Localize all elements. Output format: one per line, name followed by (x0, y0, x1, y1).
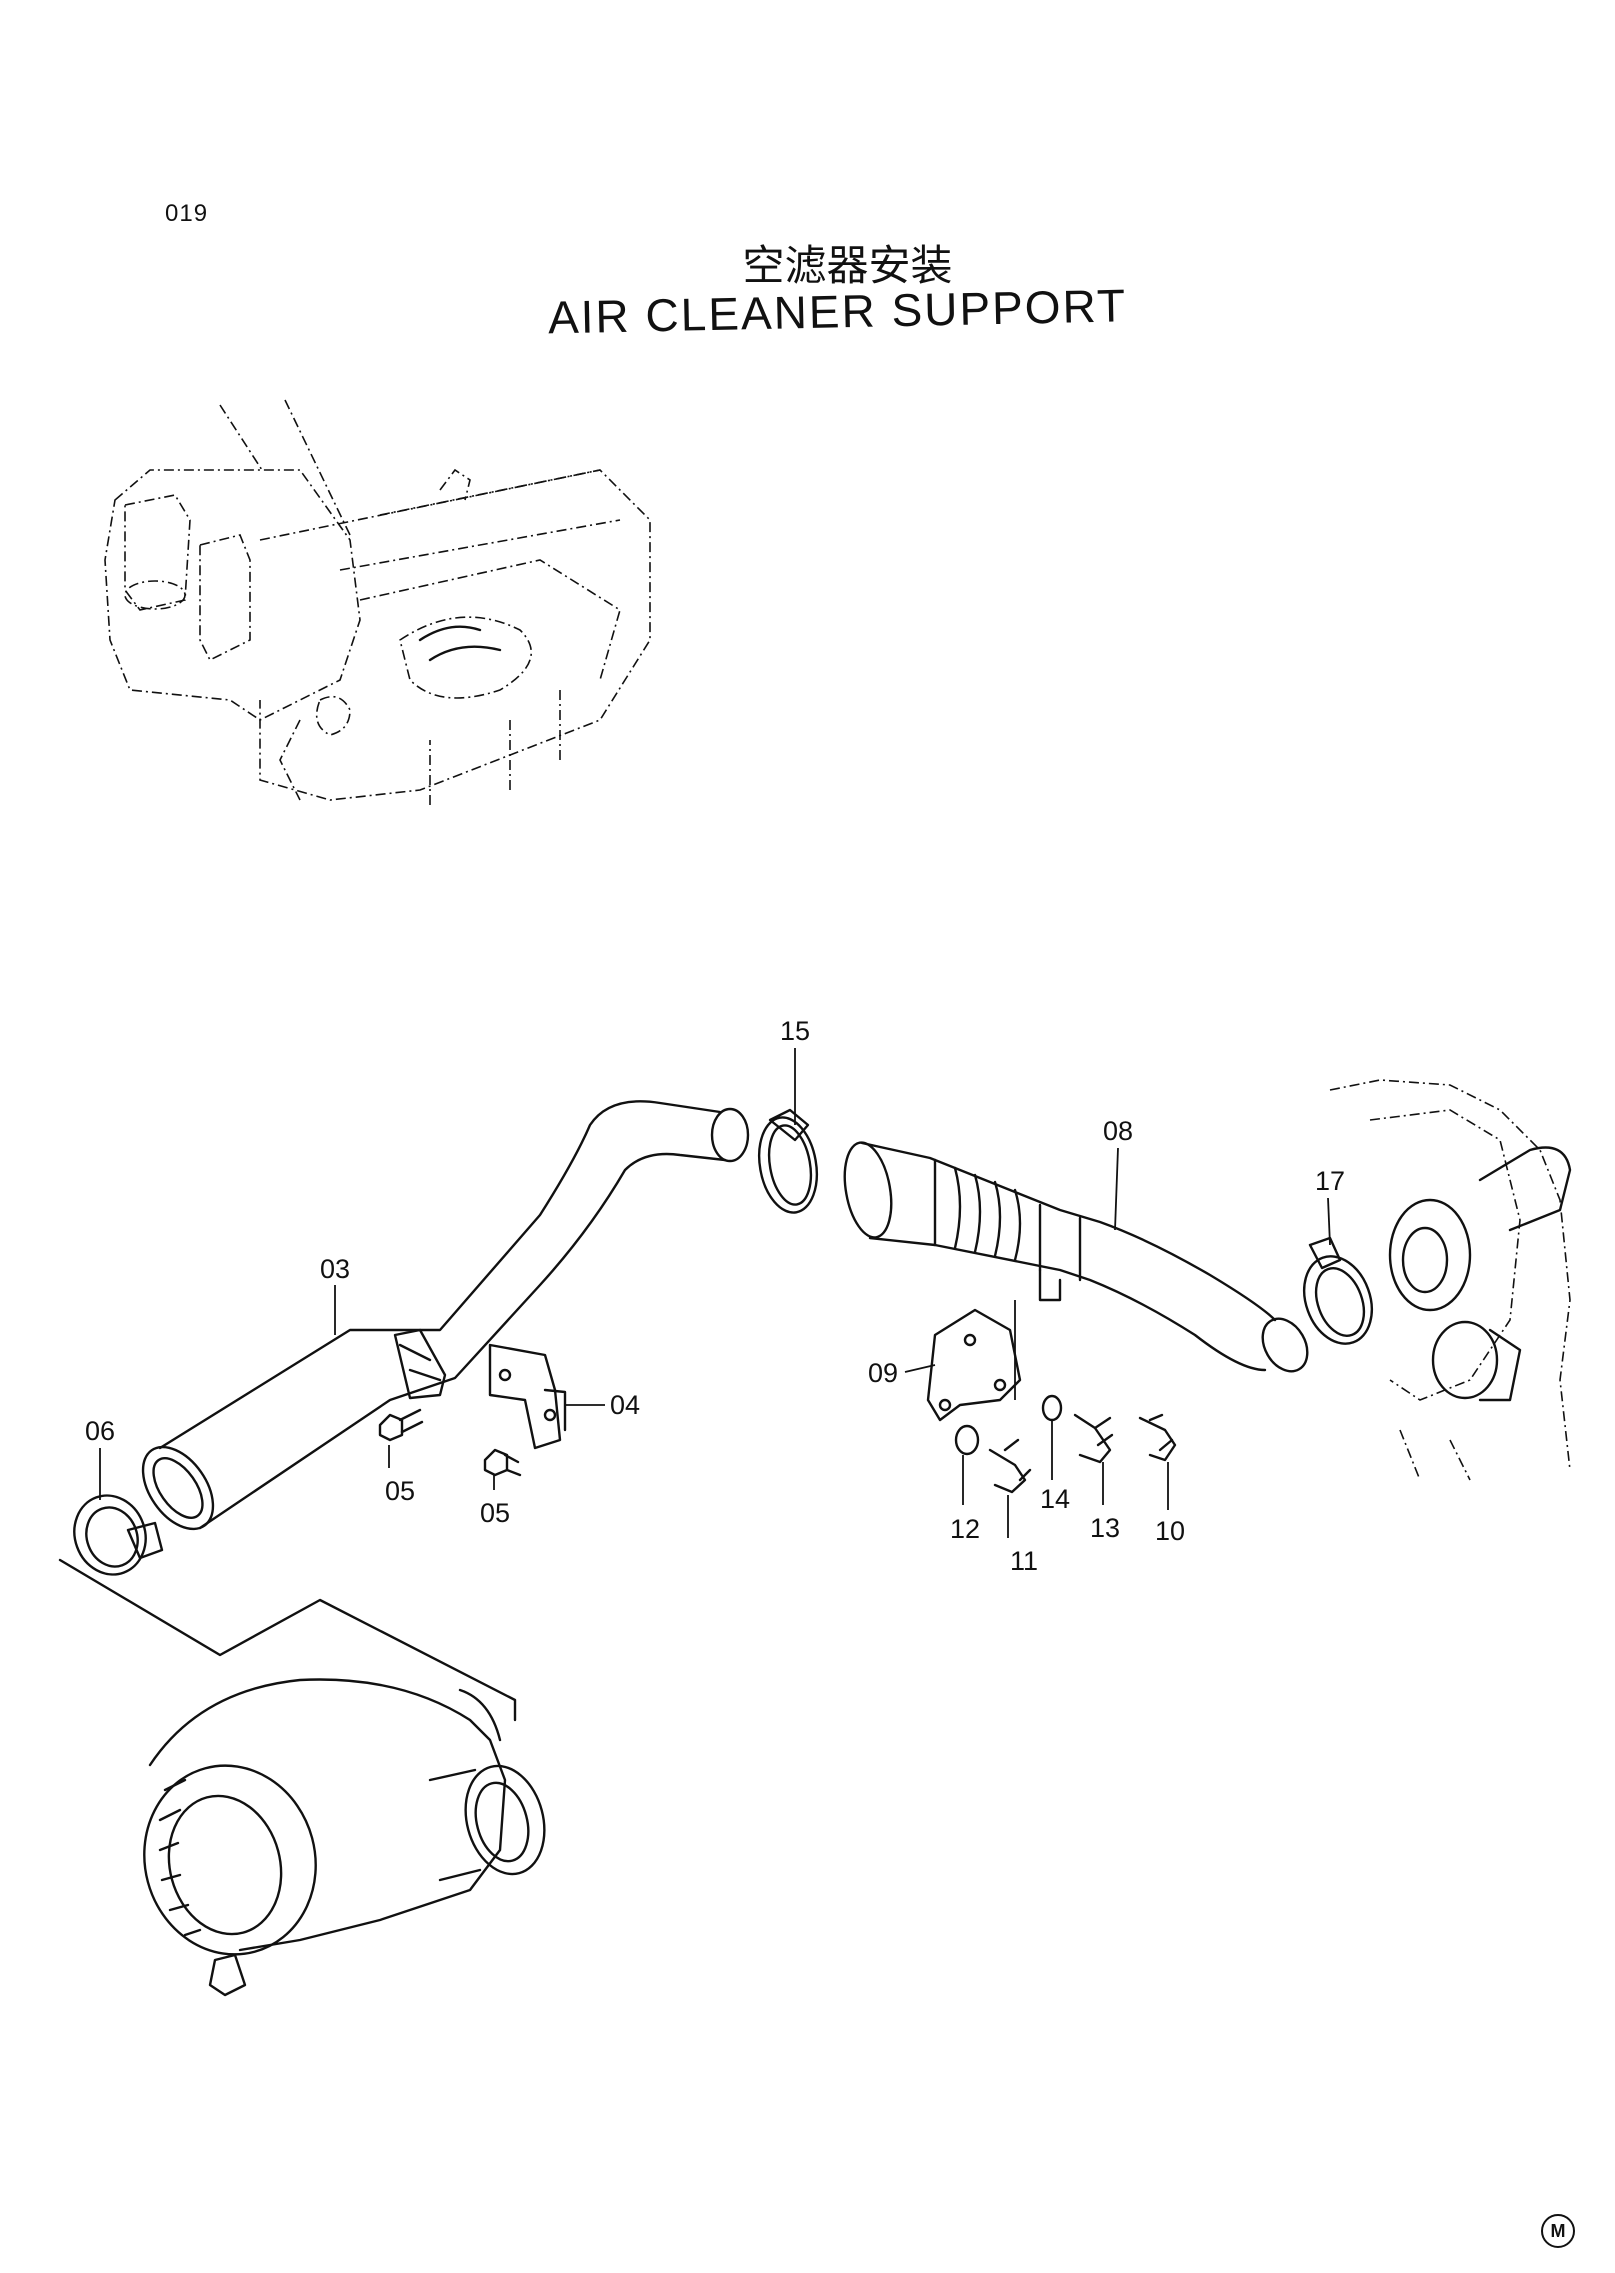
callout-12: 12 (950, 1514, 980, 1544)
bracket-09 (904, 1308, 1022, 1422)
callout-17: 17 (1315, 1166, 1345, 1196)
air-cleaner (58, 1558, 546, 1997)
corner-mark: M (1541, 2214, 1575, 2248)
hose-03 (141, 1100, 750, 1531)
hardware-washers-bolts (954, 1394, 1177, 1494)
bolts-05 (378, 1408, 522, 1477)
excavator-overview (104, 399, 651, 805)
callout-14: 14 (1040, 1484, 1070, 1514)
callout-05-right: 05 (480, 1498, 510, 1528)
callout-05-left: 05 (385, 1476, 415, 1506)
callout-04: 04 (610, 1390, 640, 1420)
callout-15: 15 (780, 1016, 810, 1046)
engine-turbo (1329, 1079, 1572, 1481)
page-number: 019 (165, 200, 209, 227)
callout-leaders (99, 1048, 1331, 1538)
callout-08: 08 (1103, 1116, 1133, 1146)
callout-09: 09 (868, 1358, 898, 1388)
bracket-04 (488, 1343, 605, 1450)
clamp-15 (757, 1108, 819, 1214)
clamp-06 (73, 1494, 164, 1576)
title-chinese: 空滤器安装 (742, 241, 953, 290)
callout-10: 10 (1155, 1516, 1185, 1546)
callout-11: 11 (1010, 1546, 1038, 1576)
callout-13: 13 (1090, 1513, 1120, 1543)
callout-labels: 15 08 17 03 04 06 05 05 09 12 11 14 13 1… (85, 1016, 1345, 1576)
hose-08 (843, 1141, 1309, 1373)
callout-06: 06 (85, 1416, 115, 1446)
callout-03: 03 (320, 1254, 350, 1284)
clamp-17 (1303, 1236, 1373, 1345)
